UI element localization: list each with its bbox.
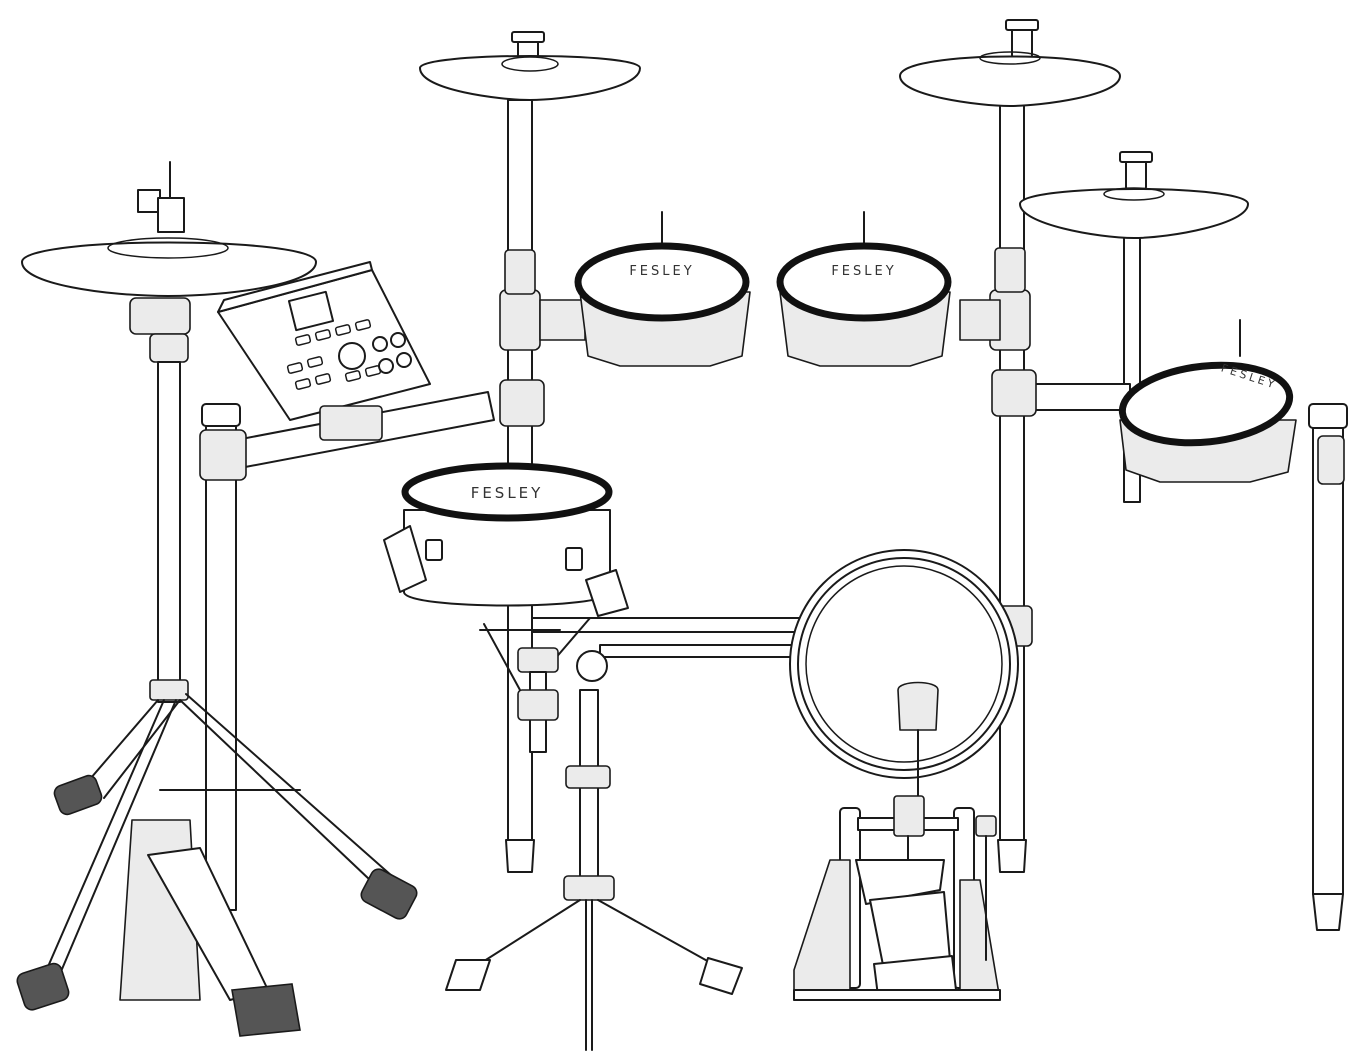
crash-cymbal-right bbox=[899, 19, 1121, 107]
drum-module bbox=[217, 261, 431, 441]
kick-pad bbox=[789, 549, 1019, 779]
tom-pad-1: FESLEY bbox=[574, 211, 751, 367]
tom1-brand-text: FESLEY bbox=[629, 264, 694, 279]
kick-pedal bbox=[793, 681, 1001, 1001]
tom2-brand-text: FESLEY bbox=[831, 264, 896, 279]
ride-cymbal-left bbox=[419, 31, 641, 101]
hihat-stand bbox=[16, 297, 418, 1037]
crash-cymbal-small bbox=[1019, 151, 1249, 239]
snare-pad: FESLEY bbox=[383, 462, 629, 617]
tom-pad-2: FESLEY bbox=[776, 211, 952, 367]
snare-brand-text: FESLEY bbox=[471, 484, 544, 502]
hihat-cymbal bbox=[21, 161, 317, 297]
snare-stand bbox=[445, 617, 743, 1051]
tom-pad-3: FESLEY bbox=[1118, 319, 1297, 483]
